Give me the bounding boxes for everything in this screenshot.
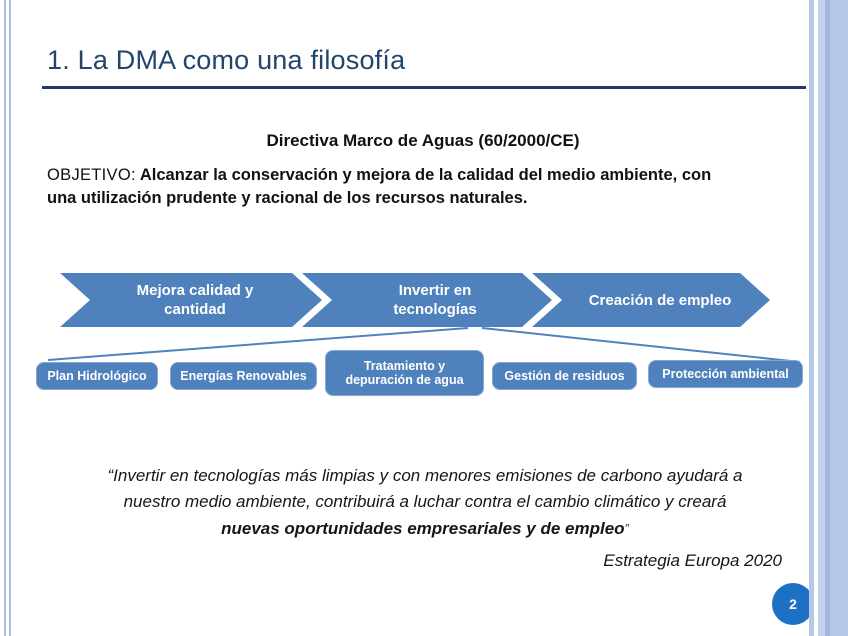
page-number: 2 [789,596,797,612]
chevron-shape-3 [532,273,770,327]
category-box-plan-hidrologico: Plan Hidrológico [36,362,158,390]
category-box-proteccion-ambiental: Protección ambiental [648,360,803,388]
page-number-badge: 2 [772,583,814,625]
directive-heading: Directiva Marco de Aguas (60/2000/CE) [266,131,580,150]
quote-line-3: nuevas oportunidades empresariales y de … [55,516,795,542]
category-box-tratamiento-agua: Tratamiento y depuración de agua [325,350,484,396]
right-edge-wide-bar [818,0,848,636]
quote-attribution: Estrategia Europa 2020 [603,551,782,570]
quote-line-1: “Invertir en tecnologías más limpias y c… [107,466,743,485]
objective-paragraph: OBJETIVO: Alcanzar la conservación y mej… [47,164,737,211]
quote-bold-phrase: nuevas oportunidades empresariales y de … [221,518,625,538]
quote-block: “Invertir en tecnologías más limpias y c… [55,463,795,542]
connector-line-right [481,327,801,363]
chevron-label-employment: Creación de empleo [588,291,732,309]
chevron-shape-1 [60,273,322,327]
process-arrow-band [47,273,801,363]
category-box-energias-renovables: Energías Renovables [170,362,317,390]
left-edge-double-line [4,0,11,636]
objective-label: OBJETIVO: [47,166,136,184]
title-underline-rule [42,86,806,89]
connector-line-left [47,327,469,361]
chevron-label-invest: Invertir en tecnologías [393,282,477,318]
objective-text: Alcanzar la conservación y mejora de la … [47,166,712,208]
slide-title: 1. La DMA como una filosofía [47,45,406,75]
quote-line-2: nuestro medio ambiente, contribuirá a lu… [123,492,727,512]
category-box-gestion-residuos: Gestión de residuos [492,362,637,390]
right-edge-thin-bar [809,0,814,636]
chevron-shape-2 [302,273,552,327]
chevron-label-quality: Mejora calidad y cantidad [136,282,254,318]
quote-closing-mark: ” [624,520,629,536]
